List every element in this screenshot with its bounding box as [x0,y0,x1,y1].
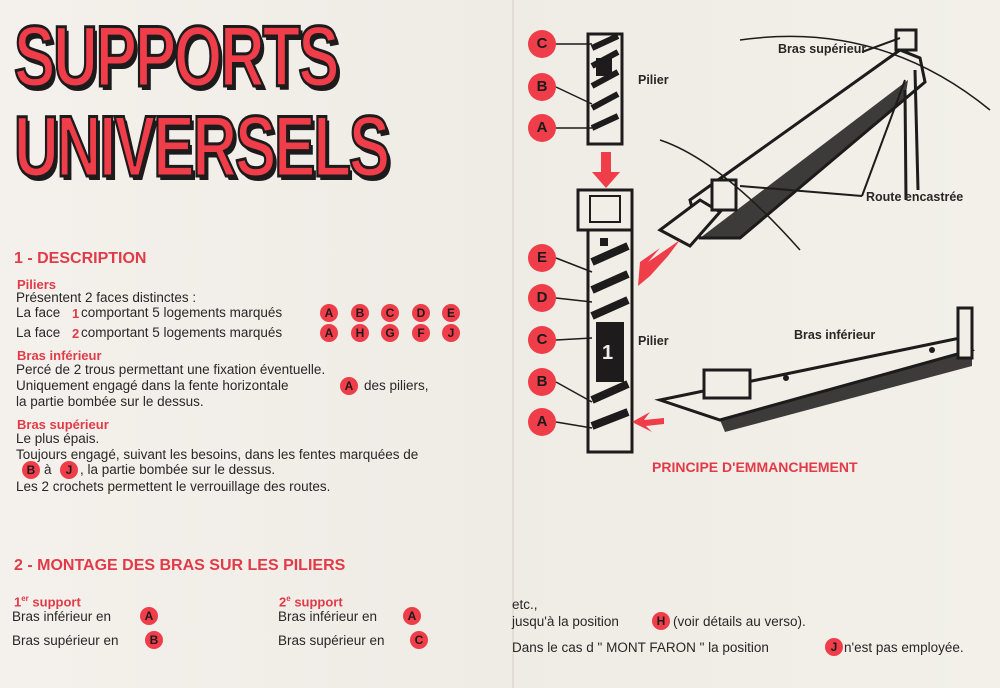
bras-superieur-line-1: Le plus épais. [16,431,100,446]
piliers-intro: Présentent 2 faces distinctes : [16,290,197,305]
face1-number: 1 [72,306,80,321]
bras-superieur-line-4: Les 2 crochets permettent le verrouillag… [16,479,331,494]
top-letter-c: C [528,30,556,58]
bottom-letter-c: C [528,326,556,354]
fold-line [512,0,514,688]
pilier-label-bottom: Pilier [638,334,669,348]
face1-letter-a: A [320,304,338,322]
bras-inferieur-line-2-end: des piliers, [364,378,429,393]
section-1-heading: 1 - DESCRIPTION [14,250,147,267]
top-pillar [586,32,624,146]
section-2-heading: 2 - MONTAGE DES BRAS SUR LES PILIERS [14,557,346,574]
bras-inferieur-line-1: Percé de 2 trous permettant une fixation… [16,362,326,377]
bras-inferieur-label: Bras inférieur [17,348,102,363]
face1-letter-b: B [351,304,369,322]
bottom-letter-a: A [528,408,556,436]
face2-letter-g: G [381,324,399,342]
dans-text: Dans le cas d " MONT FARON " la position [512,640,769,655]
bottom-letter-e: E [528,244,556,272]
support-2-inf: Bras inférieur en [278,609,378,624]
title-line-2: UNIVERSELS [13,99,391,195]
bras-inferieur-line-2: Uniquement engagé dans la fente horizont… [16,378,289,393]
bras-superieur-line-3-end: , la partie bombée sur le dessus. [80,462,276,477]
main-pillar [576,188,634,454]
jusqua-end: (voir détails au verso). [673,614,806,629]
bras-inferieur-label-diagram: Bras inférieur [794,328,876,342]
support-1-label: 1er support [14,594,81,610]
face1-letter-e: E [442,304,460,322]
support-1-sup: Bras supérieur en [12,633,119,648]
bottom-letter-b: B [528,368,556,396]
piliers-label: Piliers [17,277,57,292]
dans-end: n'est pas employée. [844,640,964,655]
jusqua-text: jusqu'à la position [512,614,619,629]
bras-superieur-label: Bras supérieur [17,417,109,432]
support-2-sup-letter: C [410,631,428,649]
bras-superieur-letter-from: B [22,461,40,479]
upper-arm [657,28,991,251]
face2-text: comportant 5 logements marqués [81,325,283,340]
top-letter-b: B [528,73,556,101]
bottom-letter-d: D [528,284,556,312]
lower-arm [654,306,975,432]
support-1-inf: Bras inférieur en [12,609,112,624]
face1-text: comportant 5 logements marqués [81,305,283,320]
face2-letter-a: A [320,324,338,342]
bras-superieur-letter-to: J [60,461,78,479]
support-2-sup: Bras supérieur en [278,633,385,648]
pilier-label-top: Pilier [638,73,669,87]
bras-inferieur-line-3: la partie bombée sur le dessus. [16,394,204,409]
bras-superieur-a: à [44,462,52,477]
dans-letter: J [825,638,843,656]
face2-letter-f: F [412,324,430,342]
letter-pointers [555,43,593,429]
route-encastree-label: Route encastrée [866,190,964,204]
support-2-inf-letter: A [403,607,421,625]
arrow-lower [632,412,664,432]
arrow-down [592,152,620,188]
title-line-1: SUPPORTS [13,9,341,105]
bras-inferieur-letter: A [340,377,358,395]
face2-number: 2 [72,326,80,341]
face2-letter-h: H [351,324,369,342]
support-1-sup-letter: B [145,631,163,649]
jusqua-letter: H [652,612,670,630]
face1-letter-c: C [381,304,399,322]
bras-superieur-label-diagram: Bras supérieur [778,42,867,56]
bras-superieur-line-2: Toujours engagé, suivant les besoins, da… [16,447,419,462]
arrow-upper [638,240,680,286]
pillar-face-number: 1 [602,342,614,364]
etc-text: etc., [512,597,538,612]
face1-prefix: La face [16,305,61,320]
face2-prefix: La face [16,325,61,340]
face2-letter-j: J [442,324,460,342]
top-letter-a: A [528,114,556,142]
support-1-inf-letter: A [140,607,158,625]
face1-letter-d: D [412,304,430,322]
diagram-caption: PRINCIPE D'EMMANCHEMENT [652,459,858,475]
support-2-label: 2e support [279,594,343,610]
